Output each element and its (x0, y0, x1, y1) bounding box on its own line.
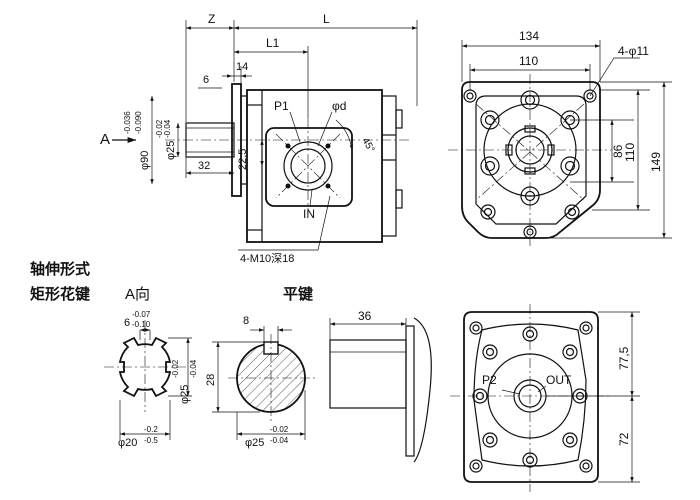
dia-shaft-tol-lower: -0.04 (163, 119, 172, 138)
rear-body-outline (463, 311, 599, 483)
key-height: 28 (205, 374, 217, 386)
dim-14: 14 (236, 61, 248, 73)
dim-l: L (323, 12, 330, 26)
spline-label: 矩形花键 (30, 285, 91, 303)
dim-l1: L1 (266, 36, 280, 50)
spline-key-tol-lower: -0.10 (132, 320, 151, 329)
hole-count-note: 4-φ11 (618, 44, 649, 58)
angle-45: 45° (359, 136, 376, 155)
key-tol-upper: -0.02 (270, 425, 289, 434)
rear-view: P2 OUT 77,5 72 (450, 304, 640, 492)
dim-32: 32 (198, 160, 210, 172)
bolt-circles (463, 89, 597, 239)
dia-flange: φ90 (139, 151, 151, 170)
front-view: Z L L1 14 6 32 22,5 P1 φd IN 45° A φ90 -… (100, 12, 418, 265)
dia-shaft-tol-upper: -0.02 (155, 119, 164, 138)
shaft-side-outline (329, 339, 407, 409)
dim-72: 72 (617, 432, 631, 446)
port-p2-label: P2 (482, 373, 497, 387)
spline-outer-tol-lower: -0.04 (189, 359, 198, 378)
spline-outer-dia: φ25 (179, 385, 191, 404)
spline-key-tol-upper: -0.07 (132, 310, 151, 319)
key-width: 8 (243, 315, 249, 327)
flat-key-section-view: 8 28 φ25 -0.02 -0.04 (205, 315, 316, 449)
spline-section-view: A向 6 -0.07 -0.10 φ25 -0.02 -0.04 φ20 -0.… (104, 286, 198, 449)
view-a-arrow-label: A (100, 131, 110, 148)
dia-flange-tol-upper: -0.036 (123, 111, 132, 134)
dia-shaft: φ25 (165, 141, 177, 160)
spline-profile (118, 336, 172, 398)
thread-note: 4-M10深18 (240, 252, 294, 265)
shaft-side-view: 36 (329, 309, 432, 463)
dim-86: 86 (611, 144, 625, 158)
spline-outer-tol-upper: -0.02 (171, 359, 180, 378)
shaft-length: 36 (358, 309, 372, 323)
dim-110-right: 110 (623, 143, 637, 162)
key-dia: φ25 (245, 437, 264, 449)
inlet-port-face (265, 127, 353, 207)
key-tol-lower: -0.04 (270, 436, 289, 445)
dim-110-top: 110 (519, 54, 538, 68)
side-body-outline (461, 81, 601, 239)
dim-z: Z (208, 12, 215, 26)
side-view: 134 110 4-φ11 86 110 149 (448, 29, 672, 246)
dia-flange-tol-lower: -0.090 (134, 111, 143, 134)
spline-inner-tol-lower: -0.5 (144, 436, 158, 445)
port-in-label: IN (303, 207, 315, 221)
dim-22-5: 22,5 (237, 149, 249, 170)
view-a-title: A向 (125, 286, 150, 303)
spline-inner-tol-upper: -0.2 (144, 425, 158, 434)
dim-77-5: 77,5 (617, 346, 631, 370)
dim-134: 134 (519, 29, 539, 43)
spline-inner-dia: φ20 (118, 437, 137, 449)
port-p1-label: P1 (274, 99, 289, 113)
port-out-label: OUT (546, 373, 572, 387)
flat-key-label: 平键 (283, 285, 314, 303)
shaft-form-label: 轴伸形式 (30, 260, 91, 278)
dim-149: 149 (649, 152, 663, 172)
port-d-label: φd (332, 99, 346, 113)
spline-key-width: 6 (124, 317, 130, 329)
dim-6: 6 (203, 74, 209, 86)
